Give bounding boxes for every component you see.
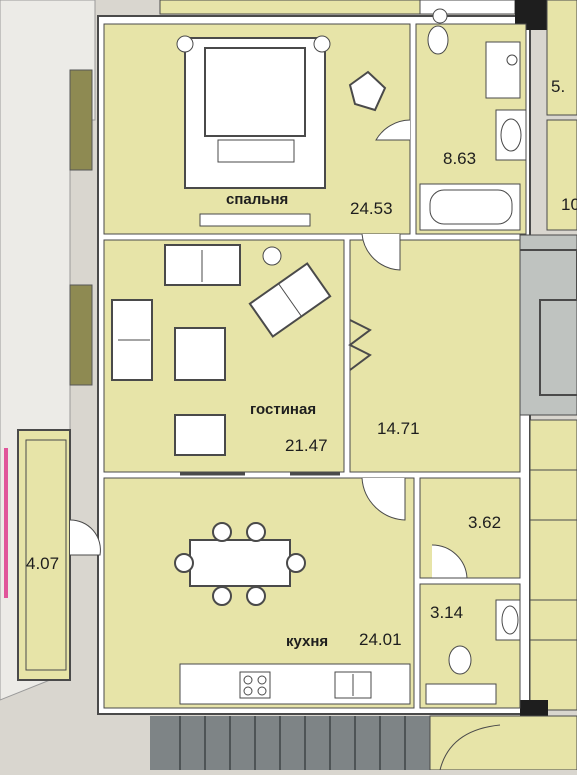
armchairs-living — [248, 262, 332, 338]
bed — [184, 37, 326, 189]
folding-door — [348, 319, 372, 371]
nightstand-lamp-right — [313, 35, 331, 53]
label-neighbor-right-mid: 10 — [561, 195, 577, 214]
neighbor-bottom-right — [429, 715, 577, 771]
door-hall-kitchen — [361, 477, 406, 521]
neighbor-right-mid — [546, 119, 577, 231]
neighbor-top — [159, 0, 421, 15]
window-bedroom — [69, 69, 93, 171]
armchair-living — [174, 414, 226, 456]
sink-basin — [500, 118, 522, 152]
dining-chairs — [174, 522, 306, 606]
bed-pillows — [204, 47, 306, 137]
nightstand-lamp-left — [176, 35, 194, 53]
armchair-bedroom — [348, 70, 387, 112]
shower-drain — [506, 54, 518, 66]
kitchen-counter — [179, 663, 411, 705]
toilet-bathroom — [427, 25, 449, 55]
room-hall — [349, 239, 521, 473]
dining-table — [189, 539, 291, 587]
door-loggia — [69, 519, 101, 556]
neighbor-right-corridor — [519, 234, 577, 416]
loggia-inner — [25, 439, 67, 671]
stair-steps — [179, 716, 406, 770]
neighbor-fixture — [432, 8, 448, 24]
edge-marker — [4, 448, 8, 598]
stairwell — [150, 716, 430, 770]
stove — [239, 671, 271, 699]
label-bedroom-name: спальня — [226, 191, 289, 208]
shower — [485, 41, 521, 99]
door-bedroom-bath — [375, 119, 411, 141]
corridor-lines — [520, 249, 577, 396]
dresser — [199, 213, 311, 227]
label-loggia-area: 4.07 — [26, 554, 60, 573]
room-loggia — [17, 429, 71, 681]
label-bathroom-area: 8.63 — [443, 149, 477, 168]
label-bedroom-area: 24.53 — [350, 199, 393, 218]
label-kitchen-name: кухня — [286, 633, 329, 650]
label-wardrobe-area: 3.62 — [468, 513, 502, 532]
neighbor-right-top — [546, 0, 577, 116]
side-table — [262, 246, 282, 266]
toilet-wc — [448, 645, 472, 675]
bathtub-inner — [429, 189, 513, 225]
label-kitchen-area: 24.01 — [359, 630, 402, 649]
window-living — [69, 284, 93, 386]
wc-duct — [425, 683, 497, 705]
bed-blanket — [217, 139, 295, 163]
stove-burners — [243, 675, 267, 696]
label-neighbor-top-right: 5. — [551, 77, 566, 96]
label-living-name: гостиная — [250, 401, 317, 418]
label-wc-area: 3.14 — [430, 603, 464, 622]
label-hall-area: 14.71 — [377, 419, 420, 438]
neighbor-door-arc — [439, 724, 501, 771]
sink-wc-basin — [501, 605, 519, 635]
coffee-table — [174, 327, 226, 381]
door-wardrobe — [431, 544, 468, 579]
door-bedroom-hall — [361, 233, 401, 271]
label-living-area: 21.47 — [285, 436, 328, 455]
neighbor-right-bottom — [529, 419, 577, 711]
